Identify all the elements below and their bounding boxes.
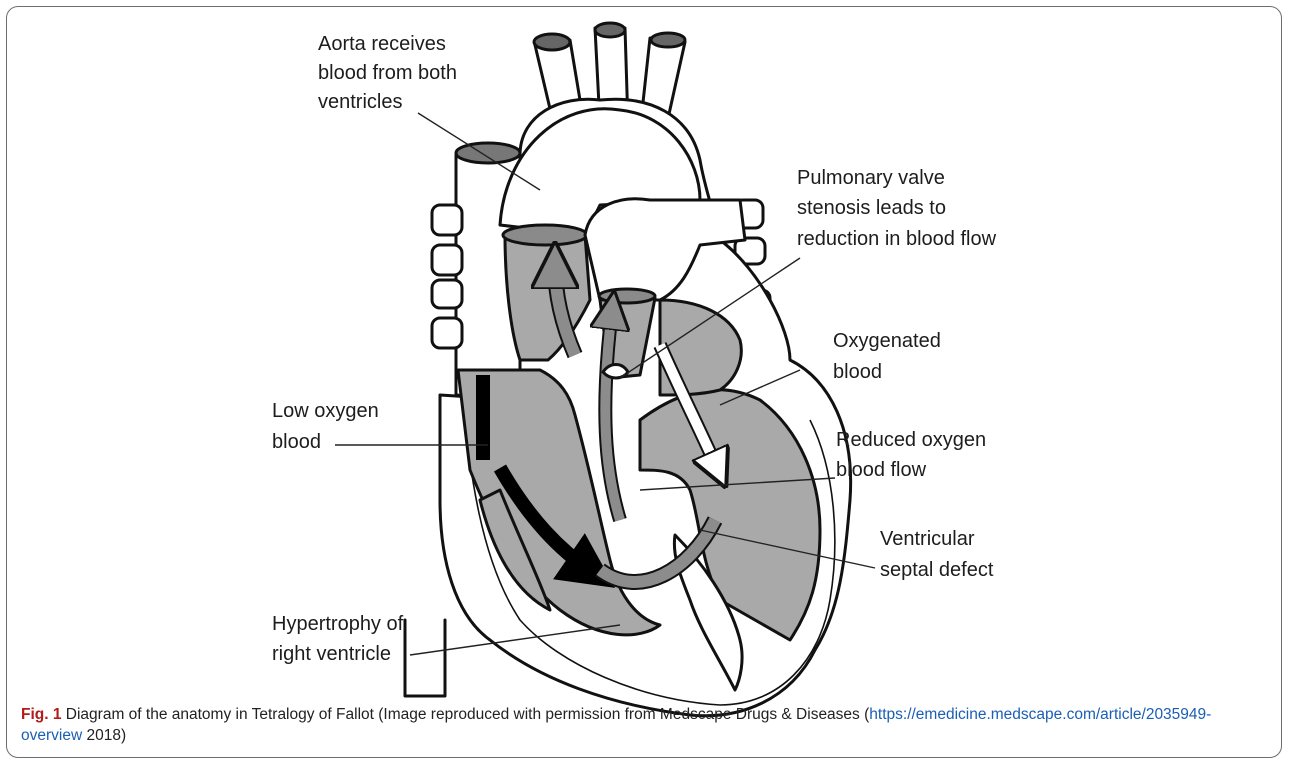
label-low-oxygen-line1: Low oxygen <box>272 400 379 422</box>
label-vsd-line2: septal defect <box>880 559 994 581</box>
label-aorta-line2: blood from both <box>318 62 457 84</box>
label-hypertrophy-line1: Hypertrophy of <box>272 613 404 635</box>
label-low-oxygen-line2: blood <box>272 431 321 453</box>
label-pulmonary-line2: stenosis leads to <box>797 197 946 219</box>
label-oxygenated-line1: Oxygenated <box>833 330 941 352</box>
label-vsd-line1: Ventricular <box>880 528 975 550</box>
label-reduced-line2: blood flow <box>836 459 927 481</box>
label-oxygenated-line2: blood <box>833 361 882 383</box>
label-vsd: Ventricular septal defect <box>880 528 994 581</box>
caption-year: 2018) <box>82 727 126 744</box>
label-aorta: Aorta receives blood from both ventricle… <box>318 33 457 113</box>
label-oxygenated: Oxygenated blood <box>833 330 941 383</box>
descending-aorta-vessel <box>405 620 445 696</box>
figure-caption: Fig. 1 Diagram of the anatomy in Tetralo… <box>21 704 1271 746</box>
label-reduced-oxygen: Reduced oxygen blood flow <box>836 429 986 481</box>
label-pulmonary-valve: Pulmonary valve stenosis leads to reduct… <box>797 167 997 250</box>
label-aorta-line1: Aorta receives <box>318 33 446 55</box>
label-hypertrophy-line2: right ventricle <box>272 643 391 665</box>
label-aorta-line3: ventricles <box>318 91 402 113</box>
label-hypertrophy: Hypertrophy of right ventricle <box>272 613 404 665</box>
label-pulmonary-line3: reduction in blood flow <box>797 228 997 250</box>
figure-number: Fig. 1 <box>21 706 61 723</box>
label-pulmonary-line1: Pulmonary valve <box>797 167 945 189</box>
label-reduced-line1: Reduced oxygen <box>836 429 986 451</box>
caption-text: Diagram of the anatomy in Tetralogy of F… <box>61 706 869 723</box>
